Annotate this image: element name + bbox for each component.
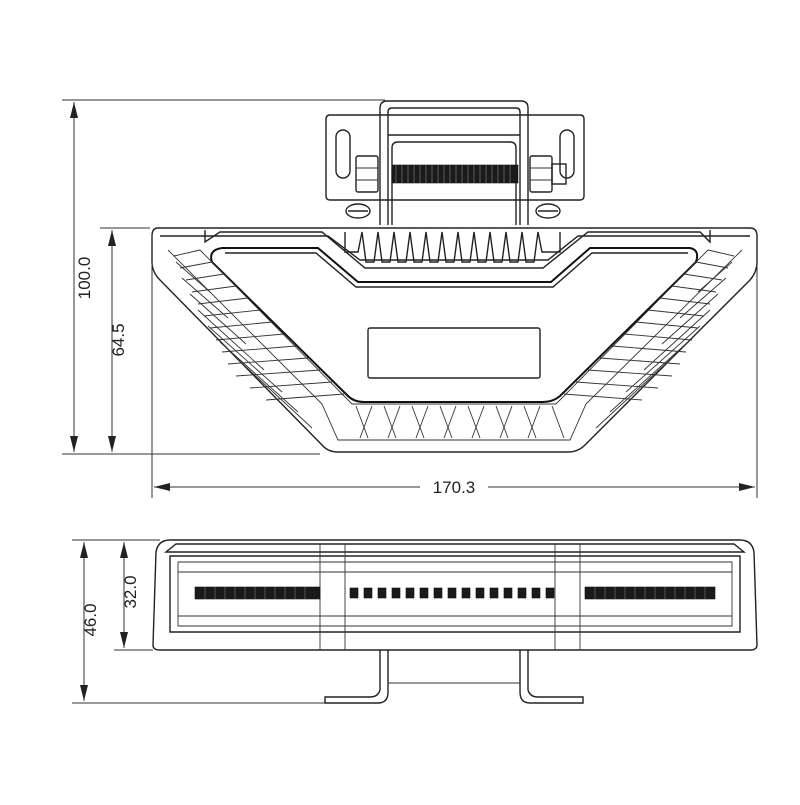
heat-sink-fins xyxy=(344,231,561,263)
mounting-feet xyxy=(324,650,584,704)
dim-side-overall-height: 46.0 xyxy=(72,539,325,704)
dim-170-3-label: 170.3 xyxy=(433,478,476,497)
dim-side-body-height: 32.0 xyxy=(114,542,153,651)
top-view: 100.0 64.5 170.3 xyxy=(62,99,758,498)
thread-lines xyxy=(395,165,511,183)
dim-overall-height: 100.0 xyxy=(62,99,385,455)
led-row xyxy=(194,586,716,600)
dim-64-5-label: 64.5 xyxy=(109,323,128,356)
dim-overall-width: 170.3 xyxy=(151,262,758,498)
dim-body-height: 64.5 xyxy=(100,227,150,452)
dim-46-label: 46.0 xyxy=(81,603,100,636)
dim-100-label: 100.0 xyxy=(75,257,94,300)
mounting-bracket xyxy=(325,100,585,225)
side-view: 46.0 32.0 xyxy=(72,539,758,704)
reflector-lattice xyxy=(167,249,743,441)
dim-32-label: 32.0 xyxy=(121,575,140,608)
